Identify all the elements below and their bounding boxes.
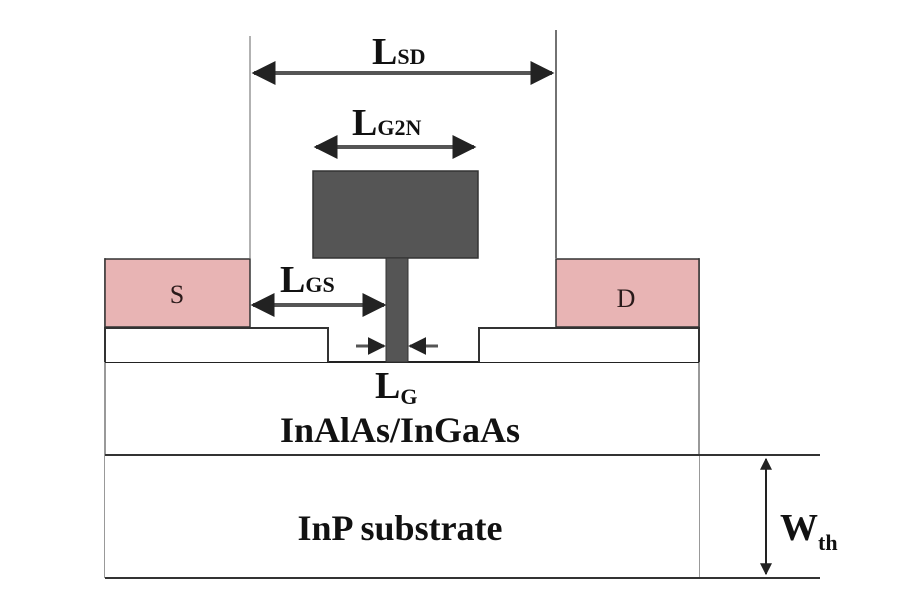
lg-label-main: L [375, 365, 400, 407]
wth-label-main: W [780, 507, 818, 549]
wth-label: Wth [780, 507, 838, 555]
lg2n-label: LG2N [352, 102, 421, 144]
lgs-label-sub: GS [305, 272, 334, 297]
gate-stem [385, 257, 409, 363]
drain-contact [555, 258, 700, 328]
substrate-layer [105, 455, 699, 578]
source-label: S [170, 280, 184, 309]
lg-label-sub: G [400, 384, 417, 409]
cap-layer-left [104, 327, 329, 362]
lsd-label-main: L [372, 31, 397, 73]
lsd-label-sub: SD [397, 44, 425, 69]
wth-label-sub: th [818, 530, 838, 555]
cap-layer-right [478, 327, 700, 362]
drain-label: D [617, 284, 636, 313]
lsd-label: LSD [372, 31, 425, 73]
lg-label: LG [375, 365, 417, 409]
lg2n-label-sub: G2N [377, 115, 421, 140]
lgs-label-main: L [280, 259, 305, 301]
channel-layer-label: InAlAs/InGaAs [280, 410, 520, 450]
substrate-label: InP substrate [297, 508, 502, 548]
source-contact [104, 258, 251, 328]
lgs-label: LGS [280, 259, 335, 301]
gate-head [312, 170, 479, 259]
lg2n-label-main: L [352, 102, 377, 144]
